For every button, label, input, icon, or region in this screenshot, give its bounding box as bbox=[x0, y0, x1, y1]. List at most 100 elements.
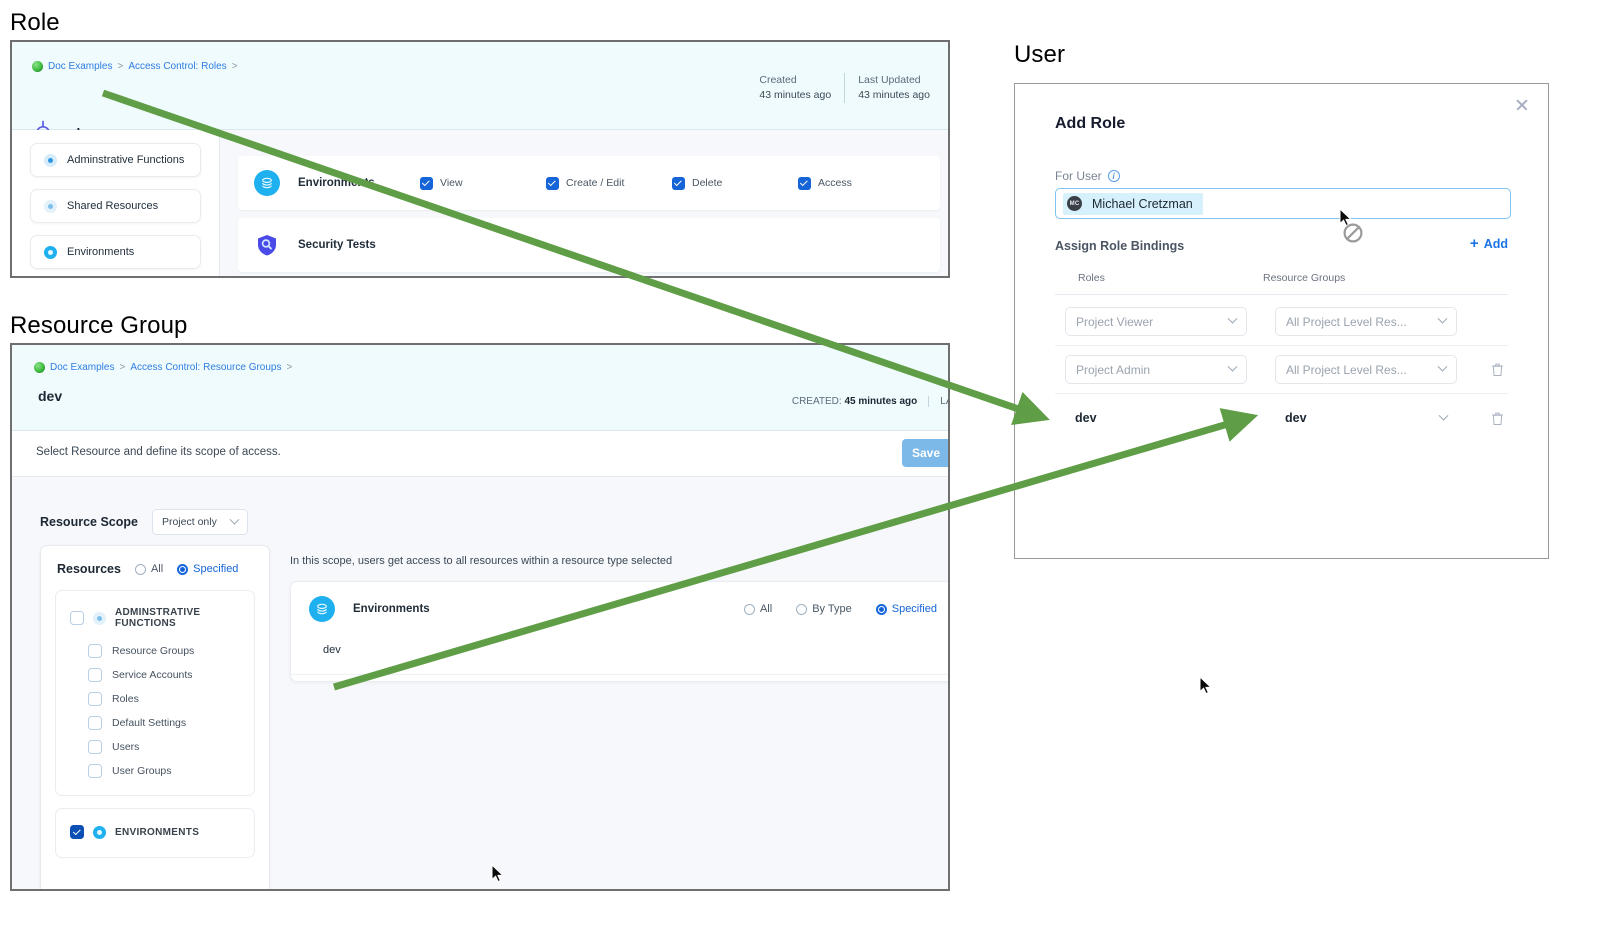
resource-group-name: dev bbox=[38, 388, 63, 404]
plus-icon: + bbox=[1469, 235, 1479, 252]
radio-label: By Type bbox=[812, 603, 852, 615]
column-roles: Roles bbox=[1078, 272, 1105, 284]
breadcrumb-separator-2: > bbox=[231, 61, 238, 72]
add-binding-button[interactable]: + Add bbox=[1469, 235, 1508, 252]
role-select[interactable]: Project Viewer bbox=[1065, 307, 1247, 336]
environments-scope-title: Environments bbox=[353, 603, 430, 615]
radio-icon bbox=[177, 563, 189, 575]
checkbox-view[interactable]: View bbox=[420, 176, 546, 190]
save-button[interactable]: Save bbox=[902, 439, 948, 467]
nav-item-environments[interactable]: Environments bbox=[30, 235, 201, 269]
role-select[interactable]: Project Admin bbox=[1065, 355, 1247, 384]
checkbox-icon bbox=[546, 176, 559, 190]
radio-icon bbox=[796, 603, 808, 615]
nav-item-administrative-functions[interactable]: Adminstrative Functions bbox=[30, 143, 201, 177]
role-meta: Created 43 minutes ago Last Updated 43 m… bbox=[746, 73, 943, 104]
environments-scope-card: Environments All By Type bbox=[290, 581, 948, 682]
user-select-field[interactable]: MC Michael Cretzman bbox=[1055, 188, 1511, 219]
breadcrumb-project[interactable]: Doc Examples bbox=[48, 61, 113, 72]
breadcrumb-section[interactable]: Access Control: Roles bbox=[128, 61, 227, 72]
radio-label: All bbox=[150, 563, 164, 575]
checkbox-icon bbox=[798, 176, 811, 190]
checkbox-access[interactable]: Access bbox=[798, 176, 924, 190]
list-item[interactable]: Service Accounts bbox=[56, 663, 254, 687]
list-item[interactable]: Resource Groups bbox=[56, 639, 254, 663]
resource-group-value: All Project Level Res... bbox=[1286, 362, 1407, 377]
radio-resources-specified[interactable]: Specified bbox=[177, 563, 238, 575]
checkbox-create-edit[interactable]: Create / Edit bbox=[546, 176, 672, 190]
info-icon[interactable]: i bbox=[1107, 170, 1120, 182]
breadcrumb: Doc Examples > Access Control: Roles > bbox=[32, 61, 238, 72]
meta-updated-label: LAST UPD bbox=[940, 396, 948, 407]
avatar: MC bbox=[1067, 196, 1082, 211]
list-item-label: Resource Groups bbox=[112, 645, 195, 657]
permission-row-environments: Environments View Create / Edit Delet bbox=[238, 156, 940, 210]
scope-note: In this scope, users get access to all r… bbox=[290, 555, 673, 567]
delete-row-button[interactable] bbox=[1486, 362, 1508, 377]
group-header[interactable]: ENVIRONMENTS bbox=[56, 819, 254, 845]
caption-user: User bbox=[1014, 41, 1066, 68]
environments-icon bbox=[309, 596, 335, 622]
role-panel: Doc Examples > Access Control: Roles > C… bbox=[10, 40, 950, 278]
list-item[interactable]: Roles bbox=[56, 687, 254, 711]
checkbox-label: Delete bbox=[692, 177, 723, 189]
nav-item-shared-resources[interactable]: Shared Resources bbox=[30, 189, 201, 223]
table-row: dev dev bbox=[1055, 394, 1508, 442]
chevron-down-icon bbox=[1227, 313, 1238, 324]
list-item-label: Roles bbox=[112, 693, 139, 705]
group-header[interactable]: ADMINSTRATIVE FUNCTIONS bbox=[56, 601, 254, 639]
checkbox-icon bbox=[70, 611, 84, 625]
checkbox-icon bbox=[672, 176, 685, 190]
security-tests-icon bbox=[254, 232, 280, 258]
table-row: Project Viewer All Project Level Res... bbox=[1055, 298, 1508, 346]
group-label: ADMINSTRATIVE FUNCTIONS bbox=[115, 607, 201, 629]
resource-group-body: Resource Scope Project only Resources Al… bbox=[12, 477, 948, 889]
permission-checkboxes: View Create / Edit Delete Access bbox=[420, 176, 924, 190]
for-user-label-row: For User i bbox=[1055, 169, 1120, 183]
checkbox-icon bbox=[88, 740, 102, 754]
radio-icon bbox=[134, 563, 146, 575]
list-item[interactable]: User Groups bbox=[56, 759, 254, 783]
breadcrumb-section[interactable]: Access Control: Resource Groups bbox=[130, 362, 282, 373]
radio-env-by-type[interactable]: By Type bbox=[796, 603, 852, 615]
resource-scope-select[interactable]: Project only bbox=[151, 509, 248, 535]
mouse-cursor-right bbox=[1199, 676, 1212, 695]
project-dot-icon bbox=[34, 362, 45, 373]
permission-row-security-tests: Security Tests bbox=[238, 218, 940, 272]
breadcrumb-separator: > bbox=[117, 61, 124, 72]
radio-label: All bbox=[759, 603, 773, 615]
delete-row-button[interactable] bbox=[1486, 411, 1508, 426]
environment-row[interactable]: dev bbox=[291, 636, 948, 675]
nav-item-label: Shared Resources bbox=[67, 200, 159, 212]
chevron-down-icon bbox=[1437, 361, 1448, 372]
role-select[interactable]: dev bbox=[1065, 410, 1247, 425]
list-item[interactable]: Users bbox=[56, 735, 254, 759]
resource-group-select[interactable]: dev bbox=[1275, 410, 1457, 425]
checkbox-delete[interactable]: Delete bbox=[672, 176, 798, 190]
checkbox-label: Access bbox=[818, 177, 852, 189]
resource-group-environments: ENVIRONMENTS bbox=[55, 808, 255, 858]
dialog-title: Add Role bbox=[1055, 115, 1126, 132]
resource-group-select[interactable]: All Project Level Res... bbox=[1275, 307, 1457, 336]
resource-group-subtitle: Select Resource and define its scope of … bbox=[36, 446, 281, 458]
resource-group-administrative-functions: ADMINSTRATIVE FUNCTIONS Resource Groups … bbox=[55, 590, 255, 796]
radio-resources-all[interactable]: All bbox=[134, 563, 164, 575]
list-item-label: Service Accounts bbox=[112, 669, 193, 681]
meta-created-label: Created bbox=[759, 74, 797, 86]
environments-icon bbox=[44, 245, 57, 259]
trash-icon bbox=[1491, 412, 1503, 425]
list-item-label: Users bbox=[112, 741, 140, 753]
environments-scope-options: All By Type Specified bbox=[743, 603, 937, 615]
resource-group-select[interactable]: All Project Level Res... bbox=[1275, 355, 1457, 384]
checkbox-icon bbox=[70, 825, 84, 839]
breadcrumb-project[interactable]: Doc Examples bbox=[50, 362, 115, 373]
radio-env-specified[interactable]: Specified bbox=[875, 603, 937, 615]
environments-icon bbox=[93, 825, 106, 839]
breadcrumb: Doc Examples > Access Control: Resource … bbox=[34, 362, 292, 373]
list-item[interactable]: Default Settings bbox=[56, 711, 254, 735]
close-icon[interactable] bbox=[1514, 97, 1530, 113]
admin-functions-icon bbox=[44, 153, 57, 167]
radio-env-all[interactable]: All bbox=[743, 603, 773, 615]
chevron-down-icon bbox=[1227, 361, 1238, 372]
